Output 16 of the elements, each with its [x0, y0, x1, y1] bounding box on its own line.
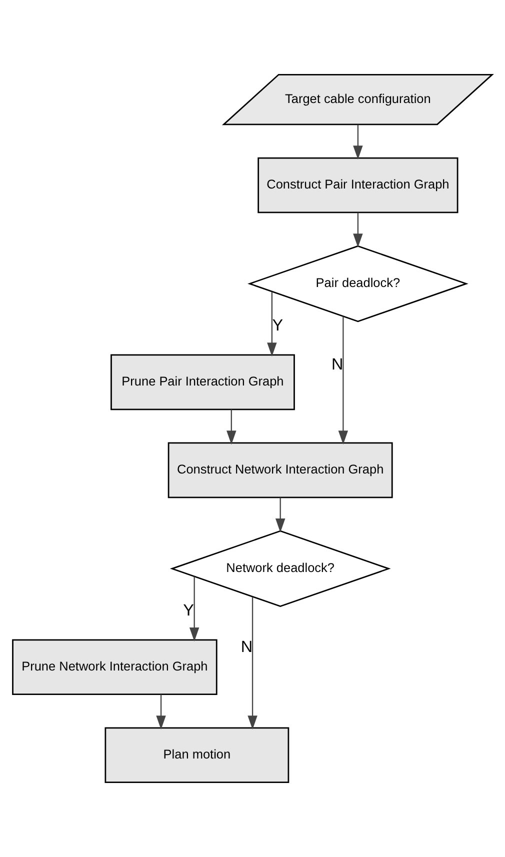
arrow [353, 124, 363, 160]
arrow [189, 576, 200, 642]
arrow [275, 498, 286, 532]
node-box: Construct Network Interaction Graph [168, 442, 393, 498]
edge-label: N [240, 638, 253, 656]
node-box: Prune Network Interaction Graph [12, 639, 218, 696]
arrow [226, 410, 236, 445]
arrow [338, 316, 348, 445]
node-box: Prune Pair Interaction Graph [110, 354, 295, 410]
arrow [248, 596, 258, 730]
arrow [353, 212, 363, 248]
node-box: Plan motion [104, 727, 290, 784]
arrow [156, 694, 166, 730]
edge-label: N [332, 356, 344, 374]
arrow [267, 292, 277, 356]
node-box: Construct Pair Interaction Graph [258, 157, 458, 214]
